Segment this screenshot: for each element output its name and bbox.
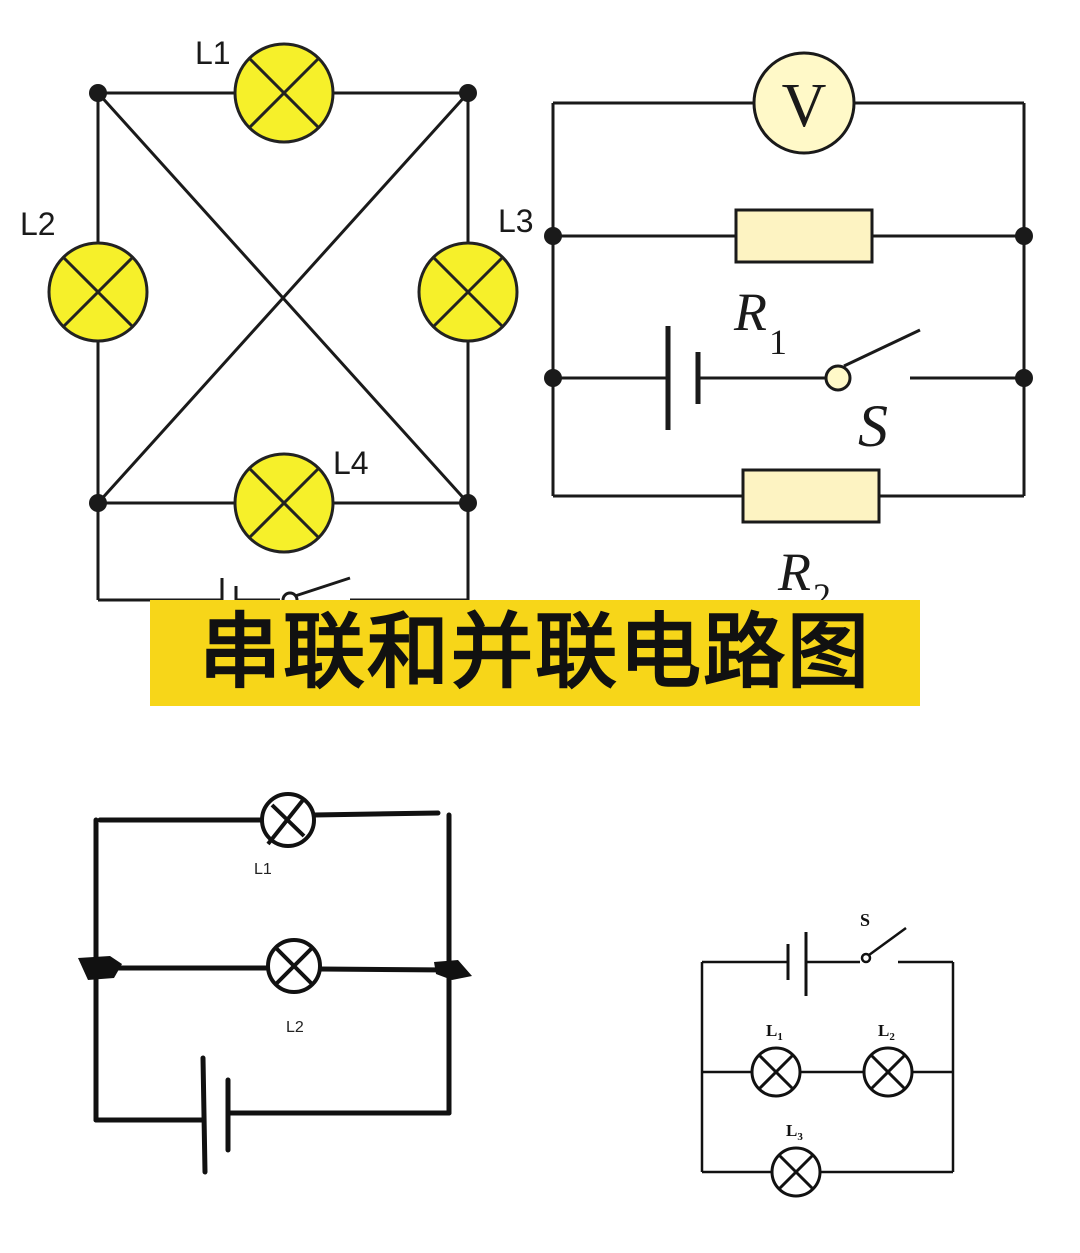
wire — [317, 966, 452, 973]
junction-blob — [78, 956, 122, 980]
circuit-1-labels: L1 L2 L3 L4 — [20, 35, 534, 481]
switch-pivot — [824, 364, 852, 392]
lamp-label-l3: L3 — [786, 1121, 803, 1143]
junction-blob — [434, 960, 472, 980]
circuit-3-junctions — [78, 956, 472, 980]
battery-long-plate — [200, 1055, 208, 1175]
lamp-icon — [233, 452, 335, 554]
junction-dot — [544, 227, 562, 245]
resistor-r1-label: R1 — [733, 282, 787, 362]
wire — [311, 810, 441, 818]
circuit-2-labels: V R1 S R2 — [733, 72, 888, 616]
circuit-4 — [700, 926, 955, 1174]
wire-diagonal — [96, 91, 470, 505]
circuit-2-nodes — [544, 227, 1033, 387]
circuit-2-battery — [665, 326, 701, 430]
junction-dot — [459, 84, 477, 102]
lamp-icon — [750, 1046, 802, 1098]
circuit-3 — [93, 810, 452, 1175]
voltmeter-icon — [752, 51, 856, 155]
title-banner: 串联和并联电路图 — [150, 600, 920, 706]
resistor-r2-label: R2 — [777, 542, 831, 616]
lamp-label-l1: L1 — [766, 1021, 783, 1043]
switch-lever — [868, 926, 907, 957]
lamp-label-l4: L4 — [333, 445, 369, 481]
switch-pivot — [860, 952, 872, 964]
junction-dot — [1015, 227, 1033, 245]
lamp-icon — [47, 241, 149, 343]
lamp-label-l1: L1 — [195, 35, 231, 71]
lamp-label-l2: L2 — [20, 206, 56, 242]
lamp-icon — [233, 42, 335, 144]
circuit-1-lamps — [47, 42, 519, 554]
junction-dot — [89, 494, 107, 512]
lamp-icon — [862, 1046, 914, 1098]
lamp-icon — [417, 241, 519, 343]
lamp-label-l1: L1 — [254, 861, 272, 878]
switch-lever — [843, 328, 921, 368]
circuit-3-labels: L1 L2 — [254, 861, 304, 1036]
junction-dot — [544, 369, 562, 387]
circuit-1-nodes — [89, 84, 477, 512]
resistor-r1 — [734, 208, 874, 264]
junction-dot — [89, 84, 107, 102]
switch-label: S — [860, 910, 870, 930]
circuit-4-lamps — [750, 1046, 914, 1198]
circuit-2-components — [734, 51, 881, 524]
lamp-icon — [266, 938, 322, 994]
lamp-label-l2: L2 — [878, 1021, 895, 1043]
lamp-label-l2: L2 — [286, 1019, 304, 1036]
switch-label: S — [858, 393, 888, 459]
junction-dot — [459, 494, 477, 512]
lamp-icon — [260, 792, 316, 848]
circuit-3-lamps — [260, 792, 322, 994]
circuit-4-labels: S L1 L2 L3 — [766, 910, 895, 1143]
lamp-label-l3: L3 — [498, 203, 534, 239]
page-title: 串联和并联电路图 — [198, 605, 871, 700]
voltmeter-label: V — [782, 72, 827, 140]
switch-lever — [294, 576, 351, 598]
lamp-icon — [770, 1146, 822, 1198]
resistor-r2 — [741, 468, 881, 524]
junction-dot — [1015, 369, 1033, 387]
circuit-2 — [551, 101, 1026, 498]
